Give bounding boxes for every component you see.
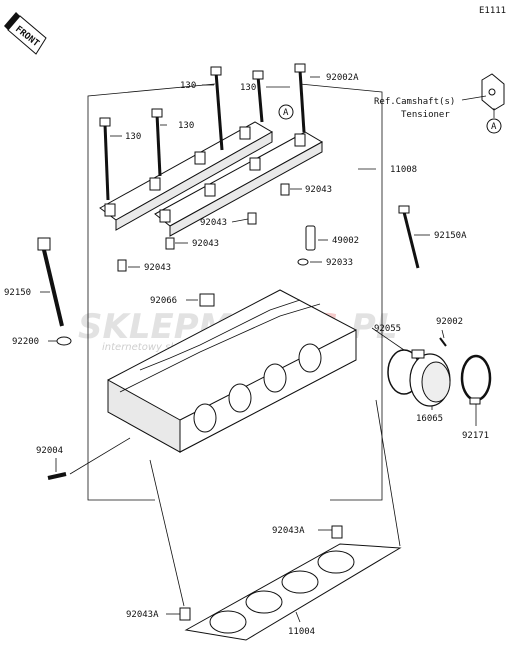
part-number-92043-d: 92043 bbox=[144, 263, 171, 273]
callout-a-right-label: A bbox=[491, 122, 497, 132]
part-number-92055: 92055 bbox=[374, 324, 401, 334]
cap-bolts bbox=[99, 63, 306, 201]
part-number-92171: 92171 bbox=[462, 431, 489, 441]
head-gasket bbox=[184, 543, 402, 641]
hose-clamp bbox=[460, 354, 492, 405]
tensioner-bracket-icon: A bbox=[481, 73, 505, 134]
ref-text-line2: Tensioner bbox=[401, 110, 450, 120]
part-number-92002: 92002 bbox=[436, 317, 463, 327]
part-number-92200: 92200 bbox=[12, 337, 39, 347]
camshaft-cap-upper bbox=[99, 121, 274, 231]
ref-text-line1: Ref.Camshaft(s) bbox=[374, 97, 455, 107]
part-number-92066: 92066 bbox=[150, 296, 177, 306]
front-arrow-icon: FRONT bbox=[4, 12, 47, 55]
part-number-92043-c: 92043 bbox=[192, 239, 219, 249]
part-number-92043-a: 92043 bbox=[305, 185, 332, 195]
part-number-92043-b: 92043 bbox=[200, 218, 227, 228]
part-number-92150A: 92150A bbox=[434, 231, 467, 241]
callout-a-top-label: A bbox=[283, 108, 289, 118]
part-number-49002: 49002 bbox=[332, 236, 359, 246]
part-number-92043A-a: 92043A bbox=[272, 526, 305, 536]
part-number-130-d: 130 bbox=[125, 132, 141, 142]
part-number-92002A: 92002A bbox=[326, 73, 359, 83]
dowel-pins bbox=[117, 183, 290, 272]
part-number-92033: 92033 bbox=[326, 258, 353, 268]
part-number-130-b: 130 bbox=[240, 83, 256, 93]
throttle-joint bbox=[409, 349, 451, 407]
part-number-92150: 92150 bbox=[4, 288, 31, 298]
part-number-11004: 11004 bbox=[288, 627, 315, 637]
part-number-16065: 16065 bbox=[416, 414, 443, 424]
cylinder-head-block bbox=[107, 289, 357, 453]
part-number-130-a: 130 bbox=[180, 81, 196, 91]
part-number-130-c: 130 bbox=[178, 121, 194, 131]
part-number-92043A-b: 92043A bbox=[126, 610, 159, 620]
callout-a-top: A bbox=[278, 104, 294, 120]
part-number-92004: 92004 bbox=[36, 446, 63, 456]
camshaft-cap-lower bbox=[154, 131, 324, 237]
diagram-code: E1111 bbox=[479, 6, 506, 16]
watermark-prefix: SKLEP bbox=[78, 307, 199, 347]
part-number-11008: 11008 bbox=[390, 165, 417, 175]
leader-lines bbox=[40, 76, 477, 623]
